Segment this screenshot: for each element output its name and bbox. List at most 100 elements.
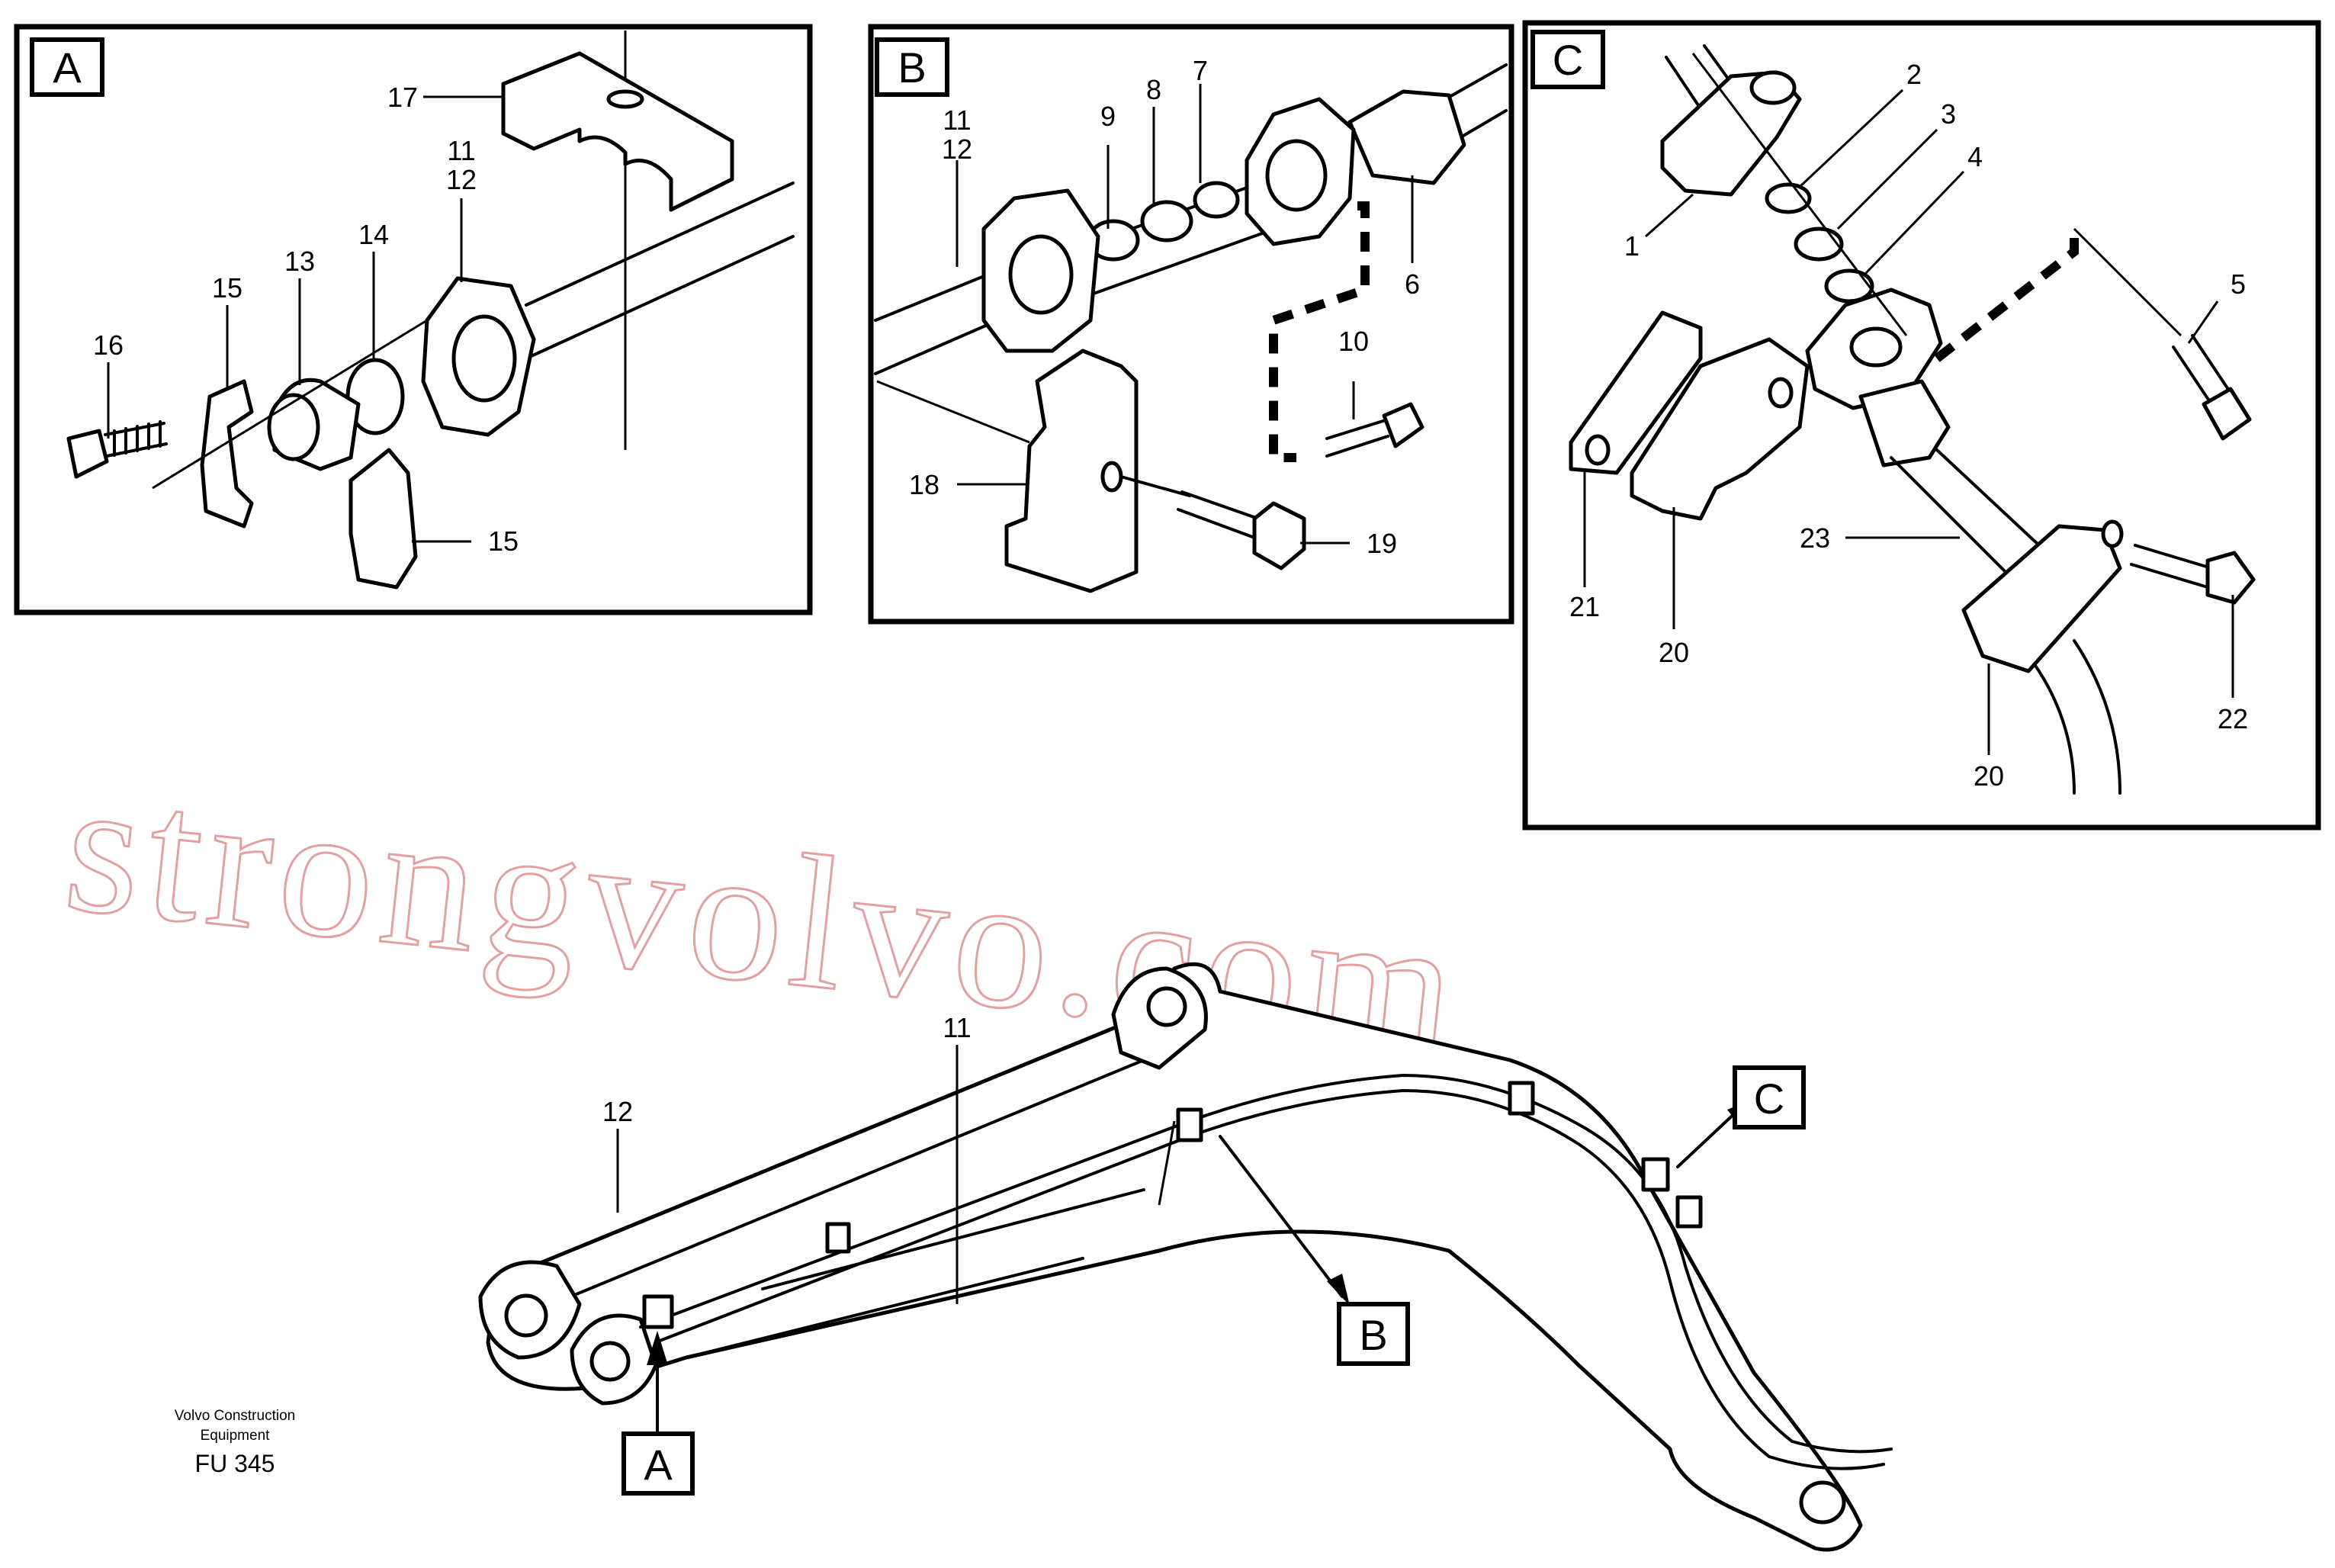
flange-c-lower-bore [1849, 326, 1903, 368]
boom-edges [532, 1059, 1145, 1359]
figure-caption: Volvo Construction Equipment FU 345 [175, 1408, 295, 1477]
boom-foot-pin [504, 1293, 548, 1338]
bolt-shank-5 [2172, 334, 2232, 406]
nipple-end [267, 393, 320, 461]
callout-b-arrow-line [1219, 1135, 1344, 1298]
callout-a-box [621, 1431, 695, 1496]
caption-company-line1: Volvo Construction [175, 1408, 295, 1424]
leader-5 [2187, 300, 2219, 344]
hydraulic-pipe-11 [639, 1074, 1893, 1454]
label-1: 1 [1624, 230, 1640, 262]
hose-c-bottom [2027, 639, 2121, 795]
bolt-shank-22 [2130, 544, 2213, 589]
label-9: 9 [1100, 101, 1116, 132]
bolt-axis-5 [2073, 227, 2182, 337]
leader-overview-b-bracket [1158, 1120, 1176, 1206]
label-12-a: 12 [446, 164, 477, 195]
panel-c-frame [1522, 20, 2321, 831]
clamp-lower-hole [2101, 519, 2124, 548]
callout-c-label: C [1754, 1075, 1784, 1123]
clamp-plate-21 [1569, 310, 1703, 475]
label-18: 18 [909, 469, 939, 500]
boom-top-pin [1146, 986, 1187, 1027]
panel-c-tag-box [1530, 30, 1605, 89]
leader-1 [1645, 193, 1694, 238]
label-22: 22 [2218, 703, 2248, 734]
clamp-block-20-upper [1630, 337, 1810, 521]
clamp-20-hole [1768, 377, 1794, 409]
leader-2 [1798, 88, 1904, 188]
hose-fitting-c [1858, 379, 1951, 468]
label-14: 14 [358, 219, 389, 250]
clamp-bolt-hole [606, 89, 644, 109]
panel-a-tag: A [53, 43, 82, 92]
assembly-axis-c [1691, 53, 1908, 336]
boom-arm-pin [1799, 1480, 1846, 1525]
panel-c-tag: C [1553, 36, 1583, 84]
o-ring-3 [1794, 227, 1844, 262]
label-20-a: 20 [1659, 637, 1689, 668]
label-20-b: 20 [1974, 760, 2004, 792]
label-19: 19 [1367, 528, 1397, 559]
bolt-shank-16 [104, 420, 168, 458]
label-15-b: 15 [488, 525, 519, 557]
detail-panel-a: A 17 11 12 13 14 15 15 [14, 24, 813, 615]
caption-company-line2: Equipment [201, 1428, 271, 1444]
clamp-block-17 [501, 51, 734, 212]
leader-4 [1863, 170, 1965, 276]
o-ring-4 [1824, 268, 1874, 304]
split-flange-15-lower [348, 448, 418, 590]
bolt-head-16 [66, 429, 109, 479]
flange-bore [451, 314, 517, 403]
dashed-hidden-path-b [1269, 201, 1370, 462]
label-5: 5 [2231, 268, 2246, 300]
label-11-b: 11 [943, 104, 971, 136]
label-11-a: 11 [447, 135, 475, 166]
o-ring-2 [1765, 182, 1812, 214]
callout-b-arrowhead [1327, 1274, 1350, 1306]
label-16: 16 [93, 329, 124, 361]
label-12-b: 12 [942, 133, 972, 165]
pipe-clamp-a [642, 1294, 674, 1329]
panel-a-frame [14, 24, 813, 615]
label-7: 7 [1193, 55, 1208, 86]
boom-foot-pin-2 [589, 1341, 631, 1382]
hose-c [1890, 448, 2053, 581]
label-13: 13 [284, 246, 315, 277]
hose-fitting-6 [1347, 89, 1466, 185]
label-8: 8 [1146, 74, 1161, 105]
pipe-clamp-2 [1508, 1081, 1535, 1116]
label-2: 2 [1906, 59, 1922, 90]
callout-c-arrow-line [1676, 1108, 1740, 1168]
label-overview-11: 11 [943, 1012, 971, 1043]
o-ring-8 [1140, 200, 1193, 243]
panel-b-frame [868, 24, 1514, 625]
dashed-hidden-path-c [1934, 229, 2079, 362]
label-6: 6 [1405, 268, 1420, 300]
panel-b-tag-box [875, 37, 949, 97]
pipe-a [525, 182, 795, 360]
label-3: 3 [1941, 98, 1956, 130]
flange-b-left-bore [1008, 234, 1074, 315]
label-21: 21 [1569, 591, 1600, 622]
label-23: 23 [1800, 522, 1830, 554]
bolt-shank-10 [1325, 418, 1389, 458]
clamp-18-hole [1100, 461, 1123, 493]
hydraulic-pipe-12 [654, 1089, 1885, 1470]
bolt-head-10 [1382, 402, 1424, 448]
panel-b-tag: B [898, 43, 926, 92]
flange-1-bore [1749, 70, 1797, 105]
clamp-21-hole [1585, 434, 1611, 466]
caption-figure-code: FU 345 [195, 1450, 275, 1477]
pipe-clamp-c [1641, 1157, 1670, 1192]
label-overview-12: 12 [602, 1096, 633, 1127]
callout-c-box [1733, 1065, 1806, 1129]
bolt-head-19 [1252, 501, 1306, 570]
clamp-block-18 [1004, 349, 1139, 593]
bolt-head-5 [2202, 387, 2252, 441]
label-17: 17 [387, 82, 418, 113]
detail-panel-b: B 11 [868, 24, 1514, 625]
bolt-axis-19 [1119, 475, 1191, 497]
pipe-clamp-3 [1675, 1195, 1703, 1229]
